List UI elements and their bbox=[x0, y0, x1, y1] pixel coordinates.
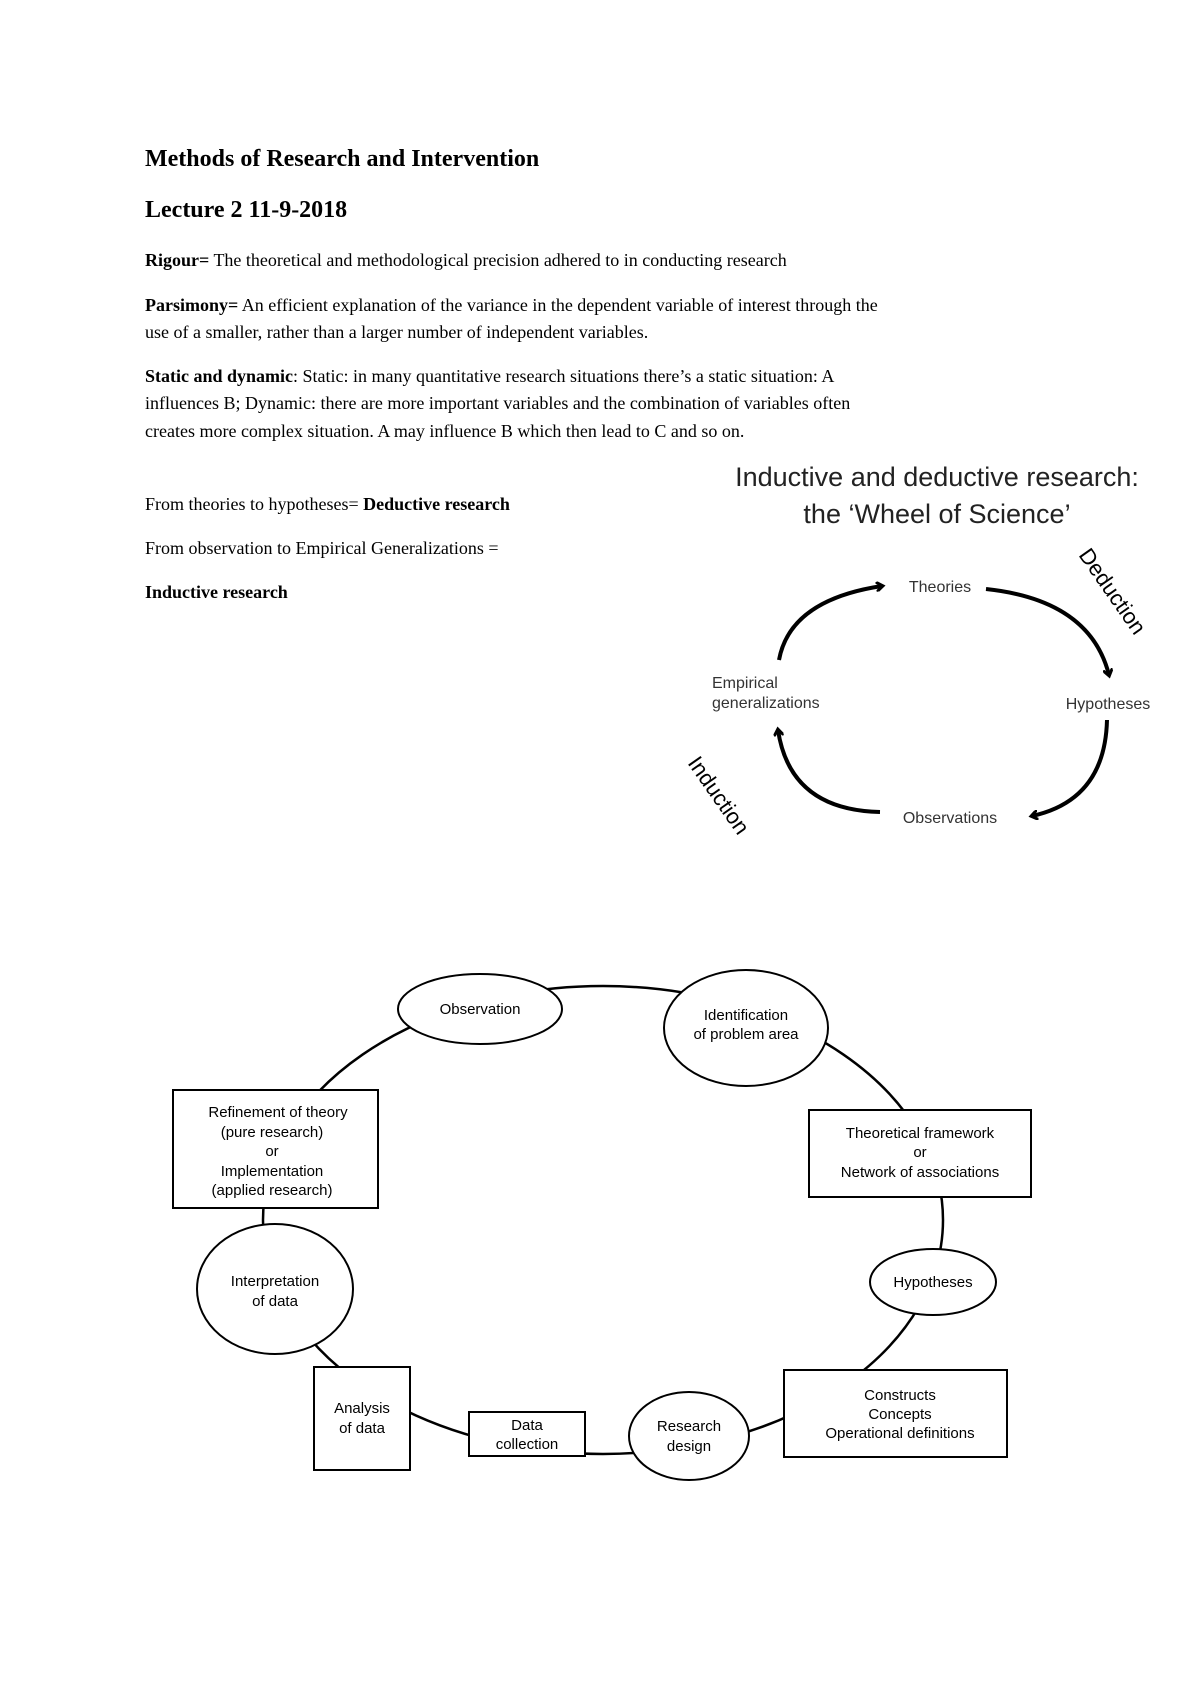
wheel-subtitle: the ‘Wheel of Science’ bbox=[803, 499, 1070, 529]
node-constructs: Constructs Concepts Operational definiti… bbox=[783, 1369, 1008, 1458]
label-hypotheses: Hypotheses bbox=[1066, 696, 1151, 713]
rigour-text: The theoretical and methodological preci… bbox=[209, 250, 787, 270]
static-paragraph: Static and dynamic: Static: in many quan… bbox=[145, 363, 834, 390]
lecture-heading: Lecture 2 11-9-2018 bbox=[145, 197, 348, 223]
node-label: Theoretical framework bbox=[846, 1125, 995, 1142]
node-label: Operational definitions bbox=[825, 1425, 974, 1442]
node-label: of data bbox=[339, 1420, 386, 1437]
deductive-line: From theories to hypotheses= Deductive r… bbox=[145, 491, 510, 518]
label-empirical: Empirical bbox=[712, 675, 778, 692]
rigour-term: Rigour= bbox=[145, 250, 210, 270]
static-term: Static and dynamic bbox=[145, 366, 294, 386]
node-identification: Identification of problem area bbox=[663, 969, 829, 1087]
rigour-paragraph: Rigour= The theoretical and methodologic… bbox=[145, 247, 787, 274]
wheel-title: Inductive and deductive research: bbox=[735, 462, 1139, 492]
parsimony-line: An efficient explanation of the variance… bbox=[238, 295, 878, 315]
inductive-line: From observation to Empirical Generaliza… bbox=[145, 538, 499, 558]
node-data-collection: Data collection bbox=[468, 1411, 586, 1457]
parsimony-paragraph: Parsimony= An efficient explanation of t… bbox=[145, 292, 878, 319]
static-line: creates more complex situation. A may in… bbox=[145, 421, 745, 441]
wheel-of-science: Inductive and deductive research: the ‘W… bbox=[683, 462, 1151, 839]
node-label: Identification bbox=[704, 1007, 788, 1024]
inductive-term: Inductive research bbox=[145, 579, 288, 606]
doc-title: Methods of Research and Intervention bbox=[145, 146, 540, 172]
node-label: or bbox=[913, 1144, 926, 1161]
node-label: Hypotheses bbox=[893, 1274, 972, 1291]
node-interpretation: Interpretation of data bbox=[196, 1223, 354, 1355]
node-label: Constructs bbox=[864, 1387, 936, 1404]
node-label: or bbox=[265, 1143, 278, 1160]
static-line: : Static: in many quantitative research … bbox=[293, 366, 835, 386]
node-label: Analysis bbox=[334, 1400, 390, 1417]
arrow-theories-to-hypotheses bbox=[985, 587, 1109, 675]
node-label: Network of associations bbox=[841, 1164, 999, 1181]
node-observation: Observation bbox=[397, 973, 563, 1045]
label-observations: Observations bbox=[903, 810, 997, 827]
arrow-hypotheses-to-observations bbox=[1032, 719, 1109, 816]
node-label: Research bbox=[657, 1418, 721, 1435]
label-induction: Induction bbox=[683, 752, 755, 839]
node-research-design: Research design bbox=[628, 1391, 750, 1481]
node-hypotheses: Hypotheses bbox=[869, 1248, 997, 1316]
inductive-term-text: Inductive research bbox=[145, 582, 288, 602]
node-analysis: Analysis of data bbox=[313, 1366, 411, 1471]
node-label: Interpretation bbox=[231, 1273, 319, 1290]
label-theories: Theories bbox=[909, 579, 971, 596]
node-label: Observation bbox=[440, 1001, 521, 1018]
node-label: of data bbox=[252, 1293, 299, 1310]
arrow-observations-to-generalizations bbox=[778, 730, 881, 814]
deductive-term: Deductive research bbox=[363, 494, 510, 514]
node-label: design bbox=[667, 1438, 711, 1455]
node-label: of problem area bbox=[693, 1026, 799, 1043]
label-deduction: Deduction bbox=[1074, 544, 1151, 639]
cycle-connector bbox=[261, 984, 945, 1456]
node-theoretical-framework: Theoretical framework or Network of asso… bbox=[808, 1109, 1032, 1198]
label-generalizations: generalizations bbox=[712, 695, 820, 712]
static-line: influences B; Dynamic: there are more im… bbox=[145, 393, 851, 413]
node-label: Refinement of theory bbox=[208, 1104, 348, 1121]
node-label: collection bbox=[496, 1436, 559, 1453]
node-label: (pure research) bbox=[221, 1124, 324, 1141]
node-label: Data bbox=[511, 1417, 543, 1434]
research-process-cycle: Observation Identification of problem ar… bbox=[172, 969, 1032, 1481]
deductive-text: From theories to hypotheses= bbox=[145, 494, 364, 514]
node-refinement: Refinement of theory (pure research) or … bbox=[172, 1089, 379, 1209]
node-label: Implementation bbox=[221, 1163, 324, 1180]
arrow-induction-to-theories bbox=[777, 586, 882, 661]
node-label: Concepts bbox=[868, 1406, 931, 1423]
node-label: (applied research) bbox=[212, 1182, 333, 1199]
parsimony-term: Parsimony= bbox=[145, 295, 239, 315]
parsimony-line: use of a smaller, rather than a larger n… bbox=[145, 322, 649, 342]
